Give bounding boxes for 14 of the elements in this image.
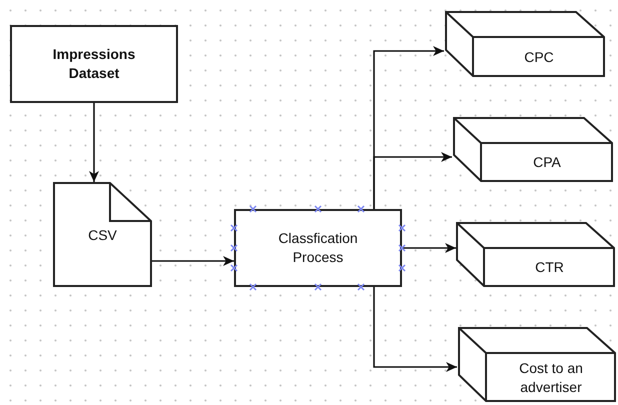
- node-label: Impressions Dataset: [52, 45, 136, 83]
- arrow: [373, 152, 452, 209]
- node-label: CSV: [88, 226, 117, 244]
- arrow: [152, 256, 234, 266]
- node-label: CPC: [524, 48, 554, 66]
- arrow: [89, 103, 99, 182]
- arrow: [373, 287, 457, 372]
- node-label: CPA: [533, 153, 561, 172]
- node-label: CTR: [535, 258, 564, 277]
- process-box: [234, 209, 402, 287]
- process-box: [10, 25, 178, 103]
- node-label: Cost to an advertiser: [518, 359, 584, 396]
- node-label: Classfication Process: [277, 229, 359, 267]
- arrow: [402, 243, 456, 253]
